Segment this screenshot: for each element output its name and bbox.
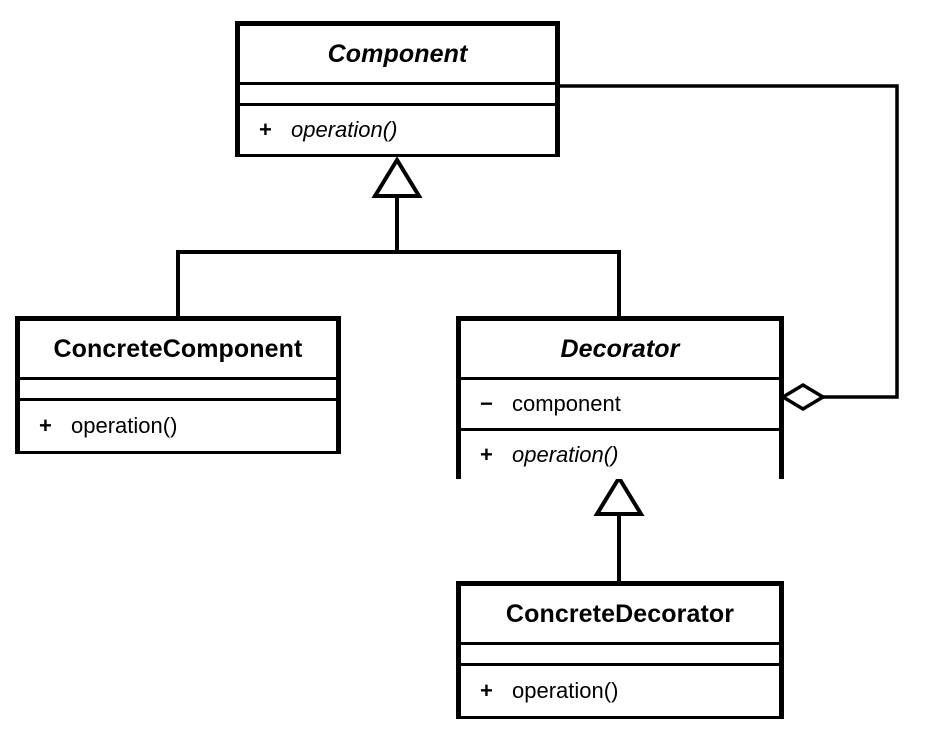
class-name-label: ConcreteComponent xyxy=(53,334,303,363)
operation-label: operation() xyxy=(512,442,619,467)
class-name-compartment: Decorator xyxy=(461,321,779,377)
class-name-label: Decorator xyxy=(560,334,680,363)
visibility-marker: − xyxy=(480,391,493,416)
operation-row: + operation() xyxy=(480,442,618,468)
class-attributes-compartment xyxy=(461,642,779,663)
class-box-decorator[interactable]: Decorator − component + operation() xyxy=(456,316,784,479)
class-operations-compartment: + operation() xyxy=(20,398,336,451)
visibility-marker: + xyxy=(259,117,272,142)
class-operations-compartment: + operation() xyxy=(461,428,779,479)
attribute-label: component xyxy=(512,391,621,416)
class-attributes-compartment xyxy=(240,82,555,103)
visibility-marker: + xyxy=(480,678,493,703)
class-name-label: ConcreteDecorator xyxy=(505,599,735,628)
class-operations-compartment: + operation() xyxy=(461,663,779,716)
operation-label: operation() xyxy=(291,117,398,142)
class-box-concretecomponent[interactable]: ConcreteComponent + operation() xyxy=(15,316,341,454)
class-name-compartment: Component xyxy=(240,26,555,82)
generalization-component-subclasses xyxy=(176,156,621,318)
visibility-marker: + xyxy=(39,413,52,438)
class-operations-compartment: + operation() xyxy=(240,103,555,154)
class-attributes-compartment: − component xyxy=(461,377,779,428)
class-attributes-compartment xyxy=(20,377,336,398)
class-name-compartment: ConcreteDecorator xyxy=(461,586,779,642)
operation-label: operation() xyxy=(512,678,619,703)
operation-row: + operation() xyxy=(39,413,177,439)
hollow-triangle-arrowhead-icon xyxy=(371,156,423,198)
visibility-marker: + xyxy=(480,442,493,467)
attribute-row: − component xyxy=(480,391,621,417)
class-name-compartment: ConcreteComponent xyxy=(20,321,336,377)
class-box-component[interactable]: Component + operation() xyxy=(235,21,560,157)
operation-label: operation() xyxy=(71,413,178,438)
operation-row: + operation() xyxy=(259,117,397,143)
hollow-triangle-arrowhead-icon xyxy=(593,474,645,516)
class-box-concretedecorator[interactable]: ConcreteDecorator + operation() xyxy=(456,581,784,719)
operation-row: + operation() xyxy=(480,678,618,704)
class-name-label: Component xyxy=(327,39,468,68)
hollow-diamond-aggregation-icon xyxy=(779,382,827,412)
generalization-concretedecorator-decorator xyxy=(593,474,645,583)
